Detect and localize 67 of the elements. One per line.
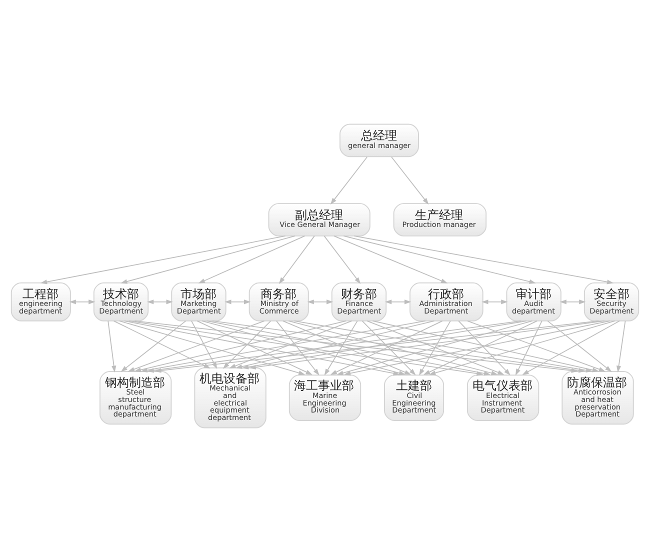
- node-box: 防腐保温部 Anticorrosion and heat preservation Department: [562, 371, 634, 425]
- arrow: [128, 320, 484, 376]
- arrow: [235, 320, 435, 369]
- arrow: [120, 236, 296, 284]
- arrow: [202, 320, 406, 376]
- arrow: [282, 320, 412, 375]
- arrow: [276, 320, 320, 376]
- arrow: [324, 236, 361, 284]
- arrow: [206, 320, 491, 376]
- arrow: [344, 320, 610, 376]
- arrow: [229, 320, 352, 368]
- arrow: [384, 300, 412, 304]
- node-box: 财务部 Finance Department: [331, 282, 387, 322]
- arrow: [124, 320, 400, 376]
- node-box: 副总经理 Vice General Manager: [268, 203, 370, 236]
- arrow: [343, 236, 536, 284]
- arrow: [324, 320, 358, 376]
- node-box: 钢构制造部 Steel structure manufacturing department: [100, 371, 172, 425]
- node-box: 安全部 Security Department: [584, 282, 640, 322]
- arrow: [242, 320, 527, 370]
- arrow: [147, 320, 522, 373]
- arrow: [128, 320, 265, 372]
- node-box: 技术部 Technology Department: [93, 282, 149, 322]
- arrow: [120, 320, 186, 372]
- arrow: [391, 156, 429, 205]
- arrow: [113, 320, 210, 368]
- arrow: [354, 236, 614, 284]
- arrow: [307, 300, 334, 304]
- arrow: [515, 320, 542, 376]
- node-box: 土建部 Civil Engineering Department: [384, 374, 444, 421]
- arrow: [330, 320, 443, 375]
- arrow: [560, 300, 586, 304]
- node-box: 行政部 Administration Department: [410, 282, 484, 322]
- arrow: [366, 320, 504, 375]
- arrow: [482, 300, 508, 304]
- node-box: 生产经理 Production manager: [393, 203, 487, 236]
- arrow: [196, 320, 312, 375]
- arrow: [222, 320, 272, 369]
- arrow: [288, 320, 498, 376]
- arrow: [458, 320, 510, 376]
- arrow: [40, 236, 286, 284]
- node-box: 市场部 Marketing Department: [171, 282, 226, 322]
- node-box: 电气仪表部 Electrical Instrument Department: [466, 374, 540, 421]
- arrow: [134, 320, 346, 372]
- node-box: 审计部 Audit department: [506, 282, 562, 322]
- arrow: [140, 320, 426, 372]
- arrow: [118, 320, 306, 376]
- arrow: [419, 320, 451, 376]
- arrow: [362, 320, 416, 376]
- arrow: [108, 320, 116, 372]
- arrow: [616, 320, 626, 372]
- arrow: [423, 320, 538, 375]
- node-box: 机电设备部 Mechanical and electrical equipment department: [194, 367, 266, 428]
- node-box: 商务部 Ministry of Commerce: [248, 282, 309, 322]
- node-box: 海工事业部 Marine Engineering Division: [288, 374, 362, 421]
- arrow: [336, 320, 533, 376]
- arrow: [198, 236, 306, 284]
- arrow: [278, 236, 315, 284]
- arrow: [428, 320, 616, 376]
- arrow: [224, 300, 251, 304]
- node-box: 工程部 engineering department: [10, 282, 71, 322]
- arrow: [333, 236, 448, 284]
- arrow: [249, 320, 605, 370]
- arrow: [69, 300, 96, 304]
- arrow: [147, 300, 173, 304]
- arrow: [330, 156, 368, 205]
- node-box: 总经理 general manager: [340, 124, 419, 158]
